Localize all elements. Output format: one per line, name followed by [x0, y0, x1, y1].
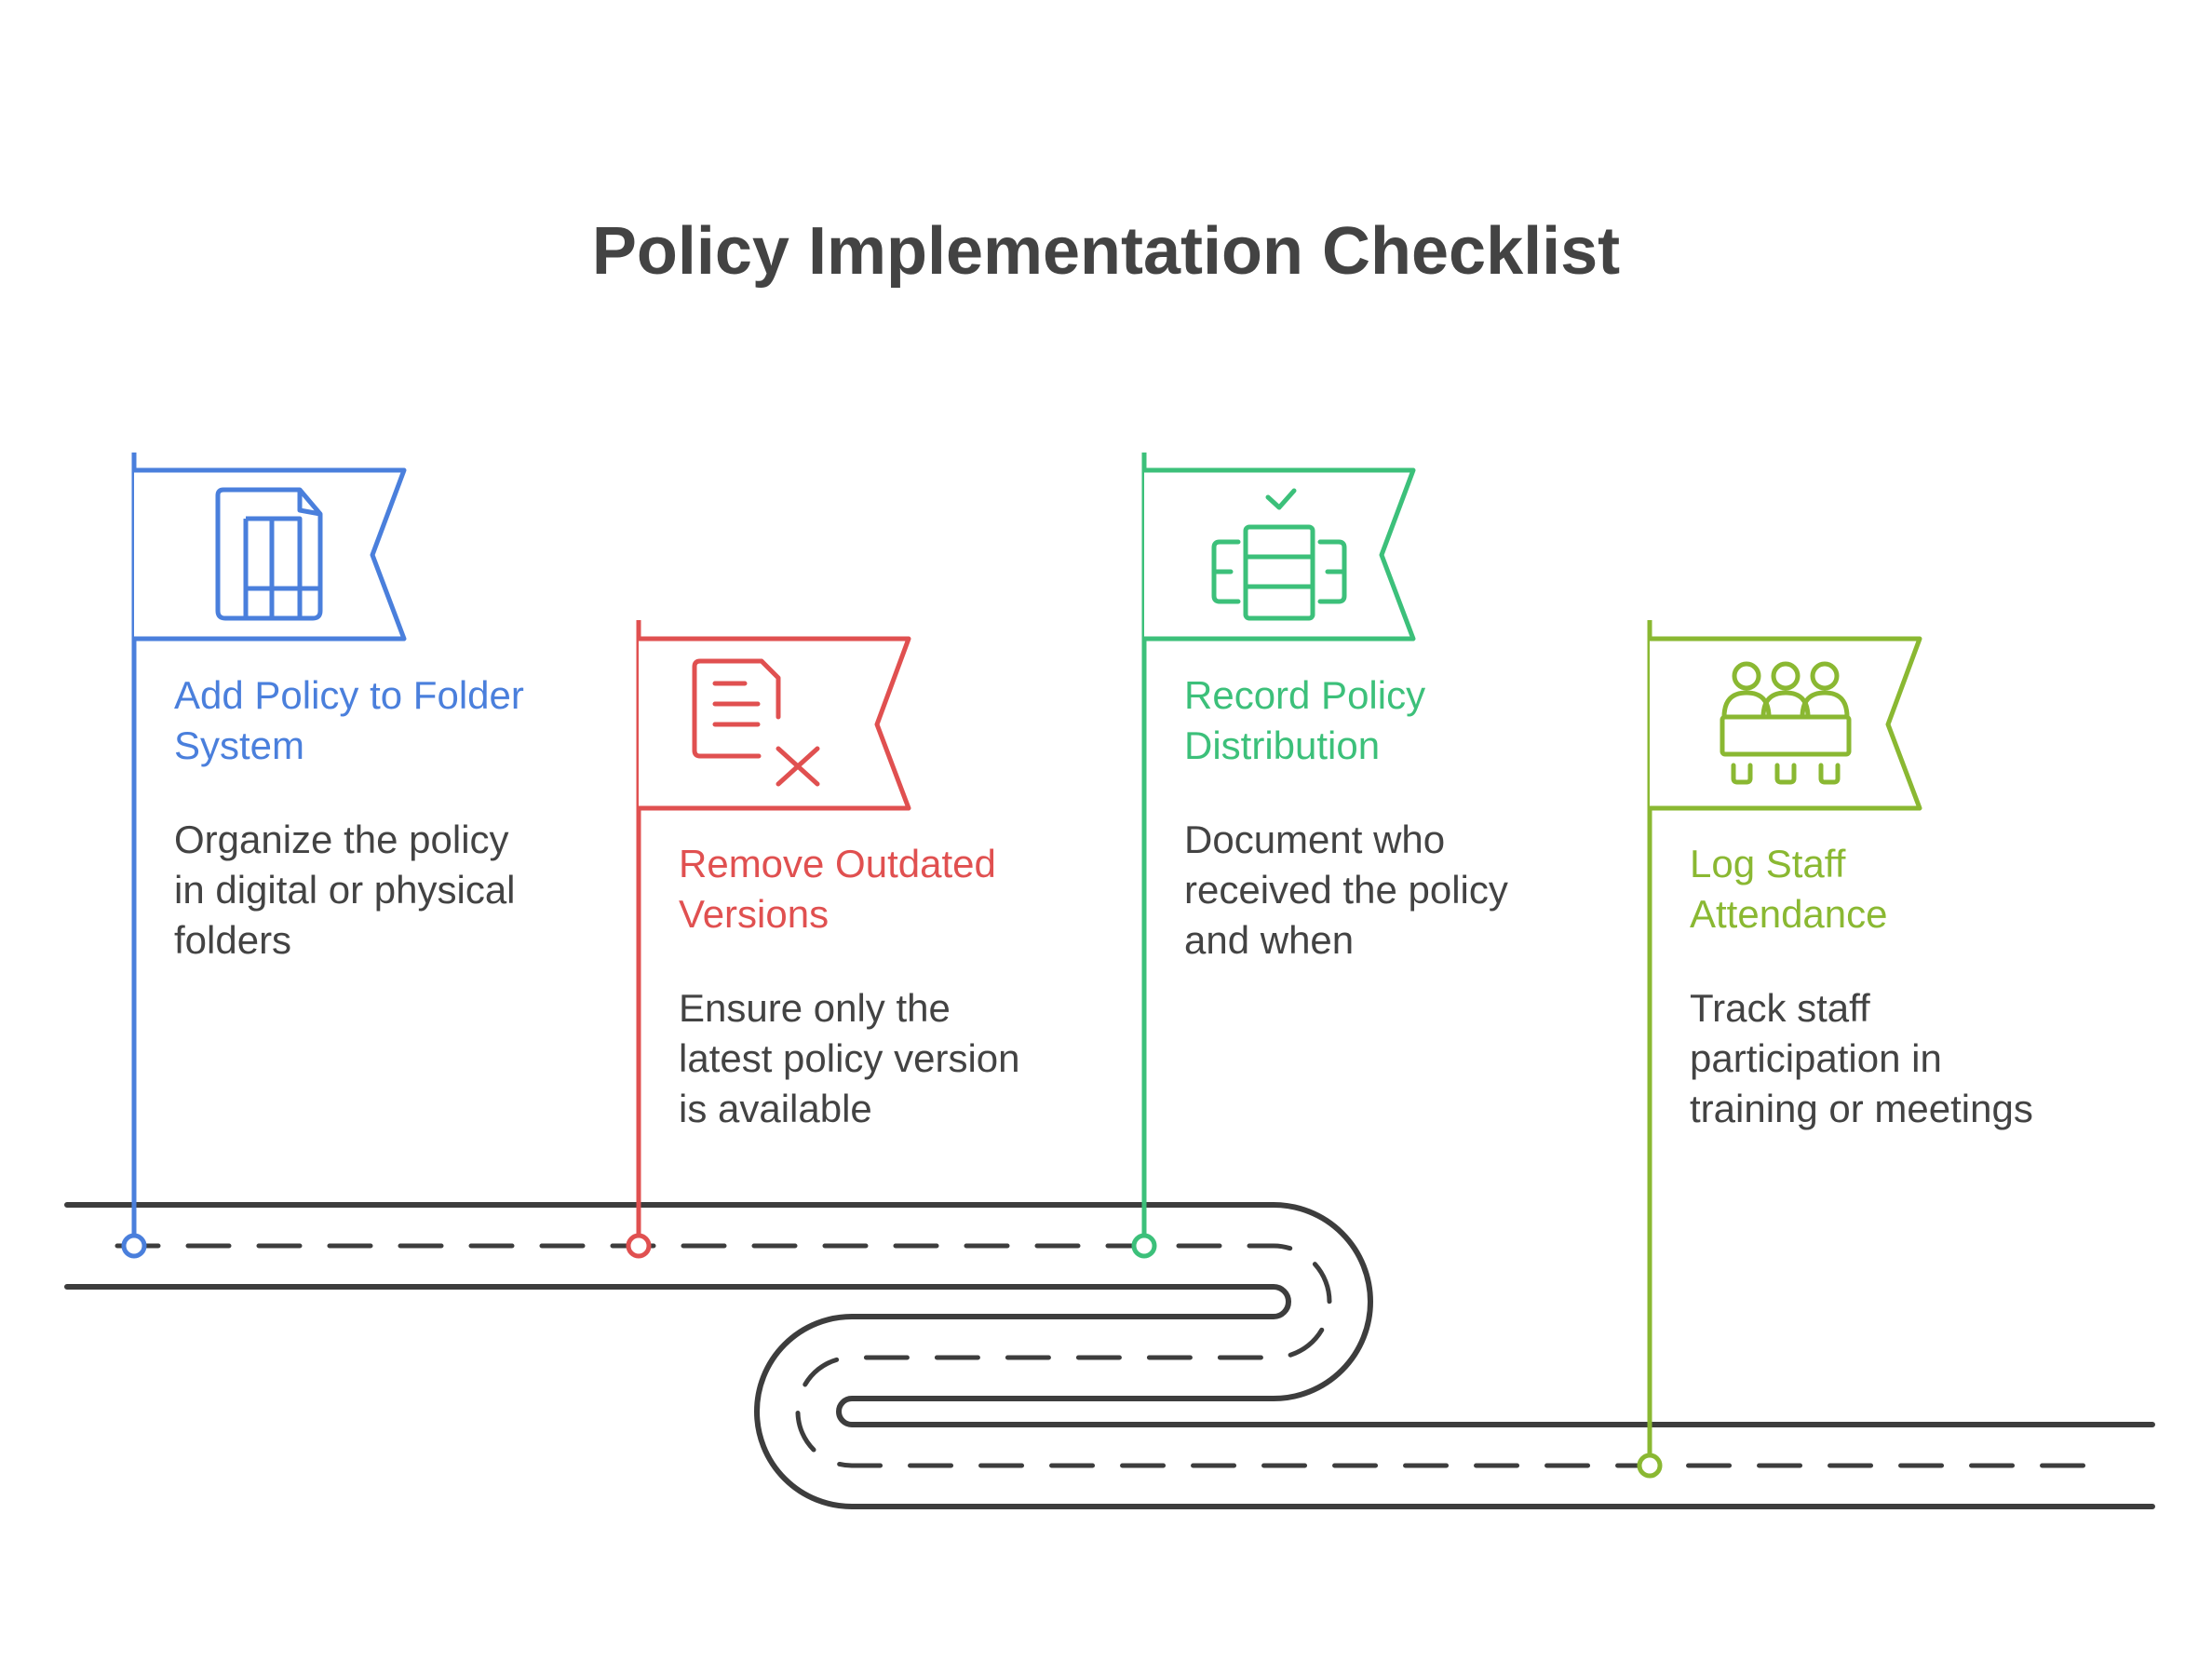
step-desc-line: received the policy [1184, 868, 1508, 912]
step-description: Track staff participation in training or… [1690, 986, 2033, 1130]
step-remove-outdated: Remove Outdated Versions Ensure only the… [626, 620, 1031, 1259]
step-title: Add Policy to Folder System [174, 673, 535, 767]
step-title: Record Policy Distribution [1184, 673, 1436, 767]
flag-banner [134, 467, 407, 642]
road-marker [1637, 1453, 1663, 1479]
step-title: Remove Outdated Versions [679, 842, 1007, 936]
step-log-attendance: Log Staff Attendance Track staff partici… [1637, 620, 2033, 1479]
server-check-icon [1211, 488, 1347, 621]
road-edge-outer [64, 1202, 2155, 1427]
folder-document-icon [215, 487, 323, 621]
step-record-distribution: Record Policy Distribution Document who … [1131, 453, 1519, 1259]
step-title: Log Staff Attendance [1690, 842, 1888, 936]
step-desc-line: is available [679, 1087, 872, 1130]
step-desc-line: in digital or physical [174, 868, 516, 912]
step-desc-line: Ensure only the [679, 986, 951, 1030]
step-description: Organize the policy in digital or physic… [174, 818, 526, 962]
flag-banner [639, 636, 911, 811]
road-marker [626, 1233, 652, 1259]
step-title-line: Record Policy [1184, 673, 1425, 717]
winding-road [64, 1202, 2155, 1509]
step-title-line: System [174, 723, 304, 767]
road-edge-inner [64, 1284, 2155, 1509]
step-description: Document who received the policy and whe… [1184, 818, 1519, 962]
step-title-line: Log Staff [1690, 842, 1846, 885]
page-title: Policy Implementation Checklist [592, 214, 1620, 289]
step-desc-line: participation in [1690, 1036, 1942, 1080]
step-desc-line: Track staff [1690, 986, 1870, 1030]
road-center-dashes [115, 1243, 2107, 1468]
step-desc-line: Organize the policy [174, 818, 509, 861]
step-title-line: Distribution [1184, 723, 1380, 767]
step-add-policy: Add Policy to Folder System Organize the… [121, 453, 535, 1259]
step-title-line: Versions [679, 892, 829, 936]
road-marker [121, 1233, 147, 1259]
step-desc-line: and when [1184, 918, 1354, 962]
step-desc-line: Document who [1184, 818, 1445, 861]
meeting-attendance-icon [1720, 661, 1852, 785]
step-title-line: Attendance [1690, 892, 1888, 936]
document-remove-icon [692, 658, 820, 787]
step-desc-line: folders [174, 918, 291, 962]
step-title-line: Remove Outdated [679, 842, 996, 885]
flag-banner [1650, 636, 1922, 811]
step-desc-line: latest policy version [679, 1036, 1020, 1080]
step-title-line: Add Policy to Folder [174, 673, 524, 717]
step-desc-line: training or meetings [1690, 1087, 2033, 1130]
step-description: Ensure only the latest policy version is… [679, 986, 1031, 1130]
road-marker [1131, 1233, 1157, 1259]
